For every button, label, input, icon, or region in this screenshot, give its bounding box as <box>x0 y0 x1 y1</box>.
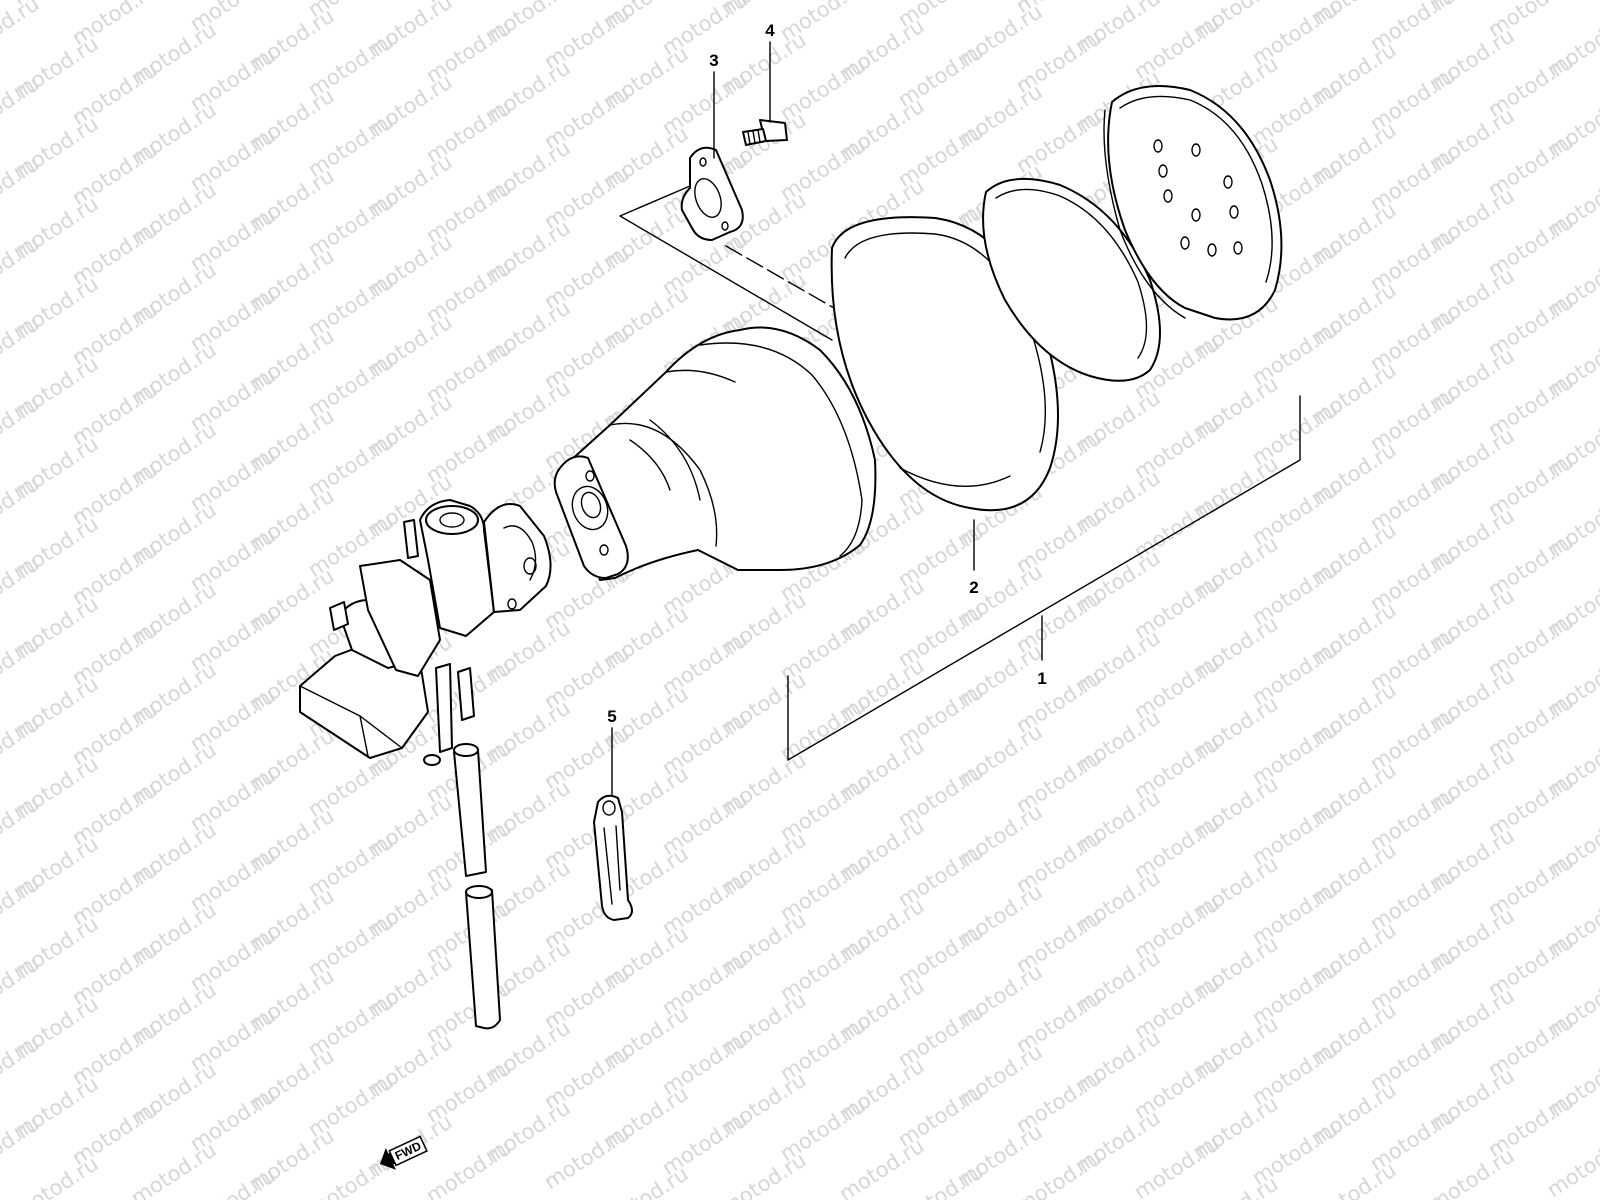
callout-1: 1 <box>1037 669 1046 688</box>
watermark-text: motod.ru <box>0 712 44 785</box>
watermark-text: motod.ru <box>0 1032 44 1105</box>
watermark-text: motod.ru <box>0 1112 44 1185</box>
callout-4: 4 <box>765 21 775 40</box>
watermark-text: motod.ru <box>0 72 44 145</box>
watermark-text: motod.ru <box>1130 1132 1224 1200</box>
watermark-text: motod.ru <box>9 1152 103 1200</box>
watermark-text: motod.ru <box>422 1136 516 1200</box>
watermark-text: motod.ru <box>0 392 44 465</box>
watermark-text: motod.ru <box>835 1134 929 1200</box>
watermark-text: motod.ru <box>599 1162 693 1200</box>
clamp-ring <box>982 177 1161 382</box>
watermark-text: motod.ru <box>0 632 44 705</box>
watermark-text: motod.ru <box>1012 1146 1106 1200</box>
watermark-text: motod.ru <box>1543 1130 1600 1200</box>
intake-boot <box>553 326 877 581</box>
watermark-text: motod.ru <box>0 152 44 225</box>
gasket <box>680 146 744 241</box>
watermark-text: motod.ru <box>0 872 44 945</box>
watermark-text: motod.ru <box>0 952 44 1025</box>
leader-lines <box>611 41 1301 797</box>
watermark-text: motod.ru <box>0 552 44 625</box>
watermark-text: motod.ru <box>1425 1144 1519 1200</box>
screw <box>742 119 788 146</box>
watermark-text: motod.ru <box>0 792 44 865</box>
watermark-text: motod.ru <box>0 312 44 385</box>
watermark-text: motod.ru <box>127 1138 221 1200</box>
end-cap <box>1103 85 1283 321</box>
watermark-text: motod.ru <box>540 1122 634 1195</box>
callout-5: 5 <box>607 707 616 726</box>
watermark-text: motod.ru <box>717 1148 811 1200</box>
carburetor <box>299 499 552 766</box>
watermark-text: motod.ru <box>0 472 44 545</box>
drain-hose <box>453 743 501 1030</box>
callout-labels: 1 2 3 4 5 <box>607 21 1046 726</box>
watermark-text: motod.ru <box>0 0 44 64</box>
callout-2: 2 <box>969 578 978 597</box>
watermark-text: motod.ru <box>1189 1172 1283 1200</box>
callout-3: 3 <box>709 51 718 70</box>
hose-clamp <box>593 794 633 921</box>
watermark-text: motod.ru <box>1307 1158 1401 1200</box>
watermark-text: motod.ru <box>0 232 44 305</box>
